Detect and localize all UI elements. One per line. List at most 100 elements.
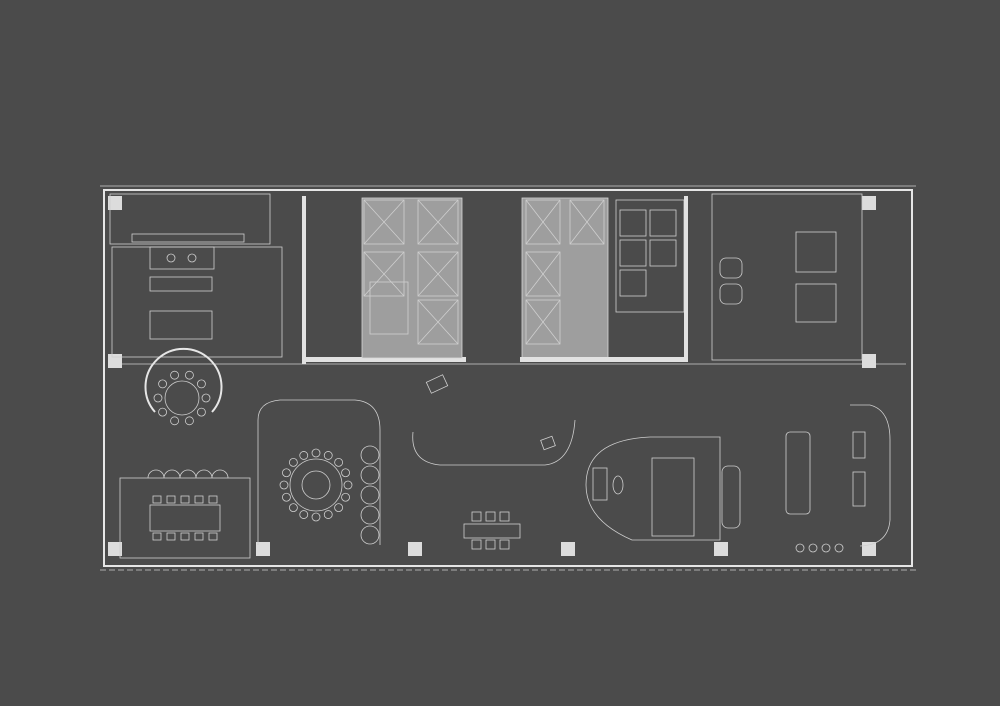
chair bbox=[471, 511, 482, 522]
stove-burner bbox=[166, 253, 176, 263]
elevator-shaft bbox=[525, 251, 561, 297]
chairs-center-table bbox=[471, 511, 510, 550]
chair bbox=[821, 543, 831, 553]
elevator-shaft bbox=[525, 299, 561, 345]
elevator-x-mark bbox=[417, 299, 459, 345]
chair bbox=[208, 532, 218, 541]
lounge-sofa bbox=[592, 467, 608, 501]
chair bbox=[185, 370, 194, 380]
elevator-shaft bbox=[363, 199, 405, 245]
core-wall-bottom bbox=[302, 357, 466, 362]
bathtub-1 bbox=[719, 257, 743, 279]
chair bbox=[795, 543, 805, 553]
stove-burner bbox=[187, 253, 197, 263]
elevator-shaft bbox=[569, 199, 605, 245]
column bbox=[862, 354, 876, 368]
core-wall-left bbox=[302, 196, 306, 364]
chair bbox=[197, 379, 206, 389]
chair bbox=[323, 510, 333, 519]
elevator-shaft bbox=[525, 199, 561, 245]
bed-2 bbox=[795, 283, 837, 323]
meeting-room bbox=[119, 477, 251, 559]
elevator-shaft bbox=[417, 199, 459, 245]
chair bbox=[153, 393, 163, 403]
banquet-table-center bbox=[301, 470, 331, 500]
chair bbox=[485, 539, 496, 550]
restroom-stall bbox=[619, 269, 647, 297]
right-lounge-curve bbox=[850, 404, 891, 547]
chair bbox=[208, 495, 218, 504]
stair-left bbox=[369, 281, 409, 335]
banquet-wall-arches bbox=[360, 445, 380, 545]
chair bbox=[152, 495, 162, 504]
wall-arch bbox=[360, 445, 380, 465]
restroom-stall bbox=[649, 209, 677, 237]
chair bbox=[282, 468, 291, 478]
column bbox=[256, 542, 270, 556]
elevator-shaft bbox=[417, 251, 459, 297]
column bbox=[862, 196, 876, 210]
chair bbox=[180, 532, 190, 541]
guest-suite bbox=[711, 193, 863, 361]
banquet-round-table bbox=[289, 458, 343, 512]
chair bbox=[152, 532, 162, 541]
chair bbox=[311, 448, 321, 458]
wall-arch bbox=[360, 485, 380, 505]
core-wall-right bbox=[684, 196, 688, 362]
banquet-room bbox=[257, 399, 381, 545]
chair bbox=[341, 492, 350, 502]
chair bbox=[334, 503, 344, 513]
chair bbox=[299, 510, 309, 519]
round-table-small bbox=[164, 380, 200, 416]
elevator-x-mark bbox=[363, 251, 405, 297]
elevator-x-mark bbox=[525, 299, 561, 345]
column bbox=[108, 542, 122, 556]
chair bbox=[158, 379, 167, 389]
column bbox=[862, 542, 876, 556]
lounge-bar bbox=[651, 457, 695, 537]
chair bbox=[834, 543, 844, 553]
elevator-x-mark bbox=[417, 251, 459, 297]
wall-arch bbox=[360, 465, 380, 485]
chair bbox=[170, 416, 179, 426]
chair bbox=[808, 543, 818, 553]
lobby-chair bbox=[540, 435, 556, 451]
elevator-x-mark bbox=[525, 199, 561, 245]
lounge-room bbox=[585, 436, 721, 541]
lobby-desk bbox=[425, 374, 449, 394]
restroom-stalls bbox=[619, 209, 677, 297]
chair bbox=[288, 503, 298, 513]
chair bbox=[201, 393, 211, 403]
elevator-shafts-right bbox=[525, 199, 605, 345]
core-wall-bottom-right bbox=[520, 357, 688, 362]
chair bbox=[197, 407, 206, 417]
column bbox=[408, 542, 422, 556]
column bbox=[561, 542, 575, 556]
right-lounge-panel-1 bbox=[852, 431, 866, 459]
restroom-stall bbox=[649, 239, 677, 267]
chair bbox=[288, 457, 298, 467]
chair bbox=[279, 480, 289, 490]
elevator-x-mark bbox=[569, 199, 605, 245]
bathtub-2 bbox=[719, 283, 743, 305]
restroom-stall bbox=[619, 239, 647, 267]
chair bbox=[341, 468, 350, 478]
right-lounge-panel-2 bbox=[852, 471, 866, 507]
chair bbox=[282, 492, 291, 502]
wall-arch bbox=[360, 525, 380, 545]
column bbox=[714, 542, 728, 556]
lounge-side bbox=[721, 465, 741, 529]
bed-1 bbox=[795, 231, 837, 273]
column bbox=[108, 354, 122, 368]
elevator-x-mark bbox=[525, 251, 561, 297]
elevator-shaft bbox=[417, 299, 459, 345]
chairs-right-lounge bbox=[795, 543, 844, 553]
chair bbox=[343, 480, 353, 490]
chairs-round-table-small bbox=[153, 370, 211, 426]
equipment-row bbox=[149, 246, 215, 270]
chair bbox=[170, 370, 179, 380]
chair bbox=[299, 451, 309, 460]
center-table bbox=[463, 523, 521, 539]
elevator-shafts-left bbox=[363, 199, 459, 345]
